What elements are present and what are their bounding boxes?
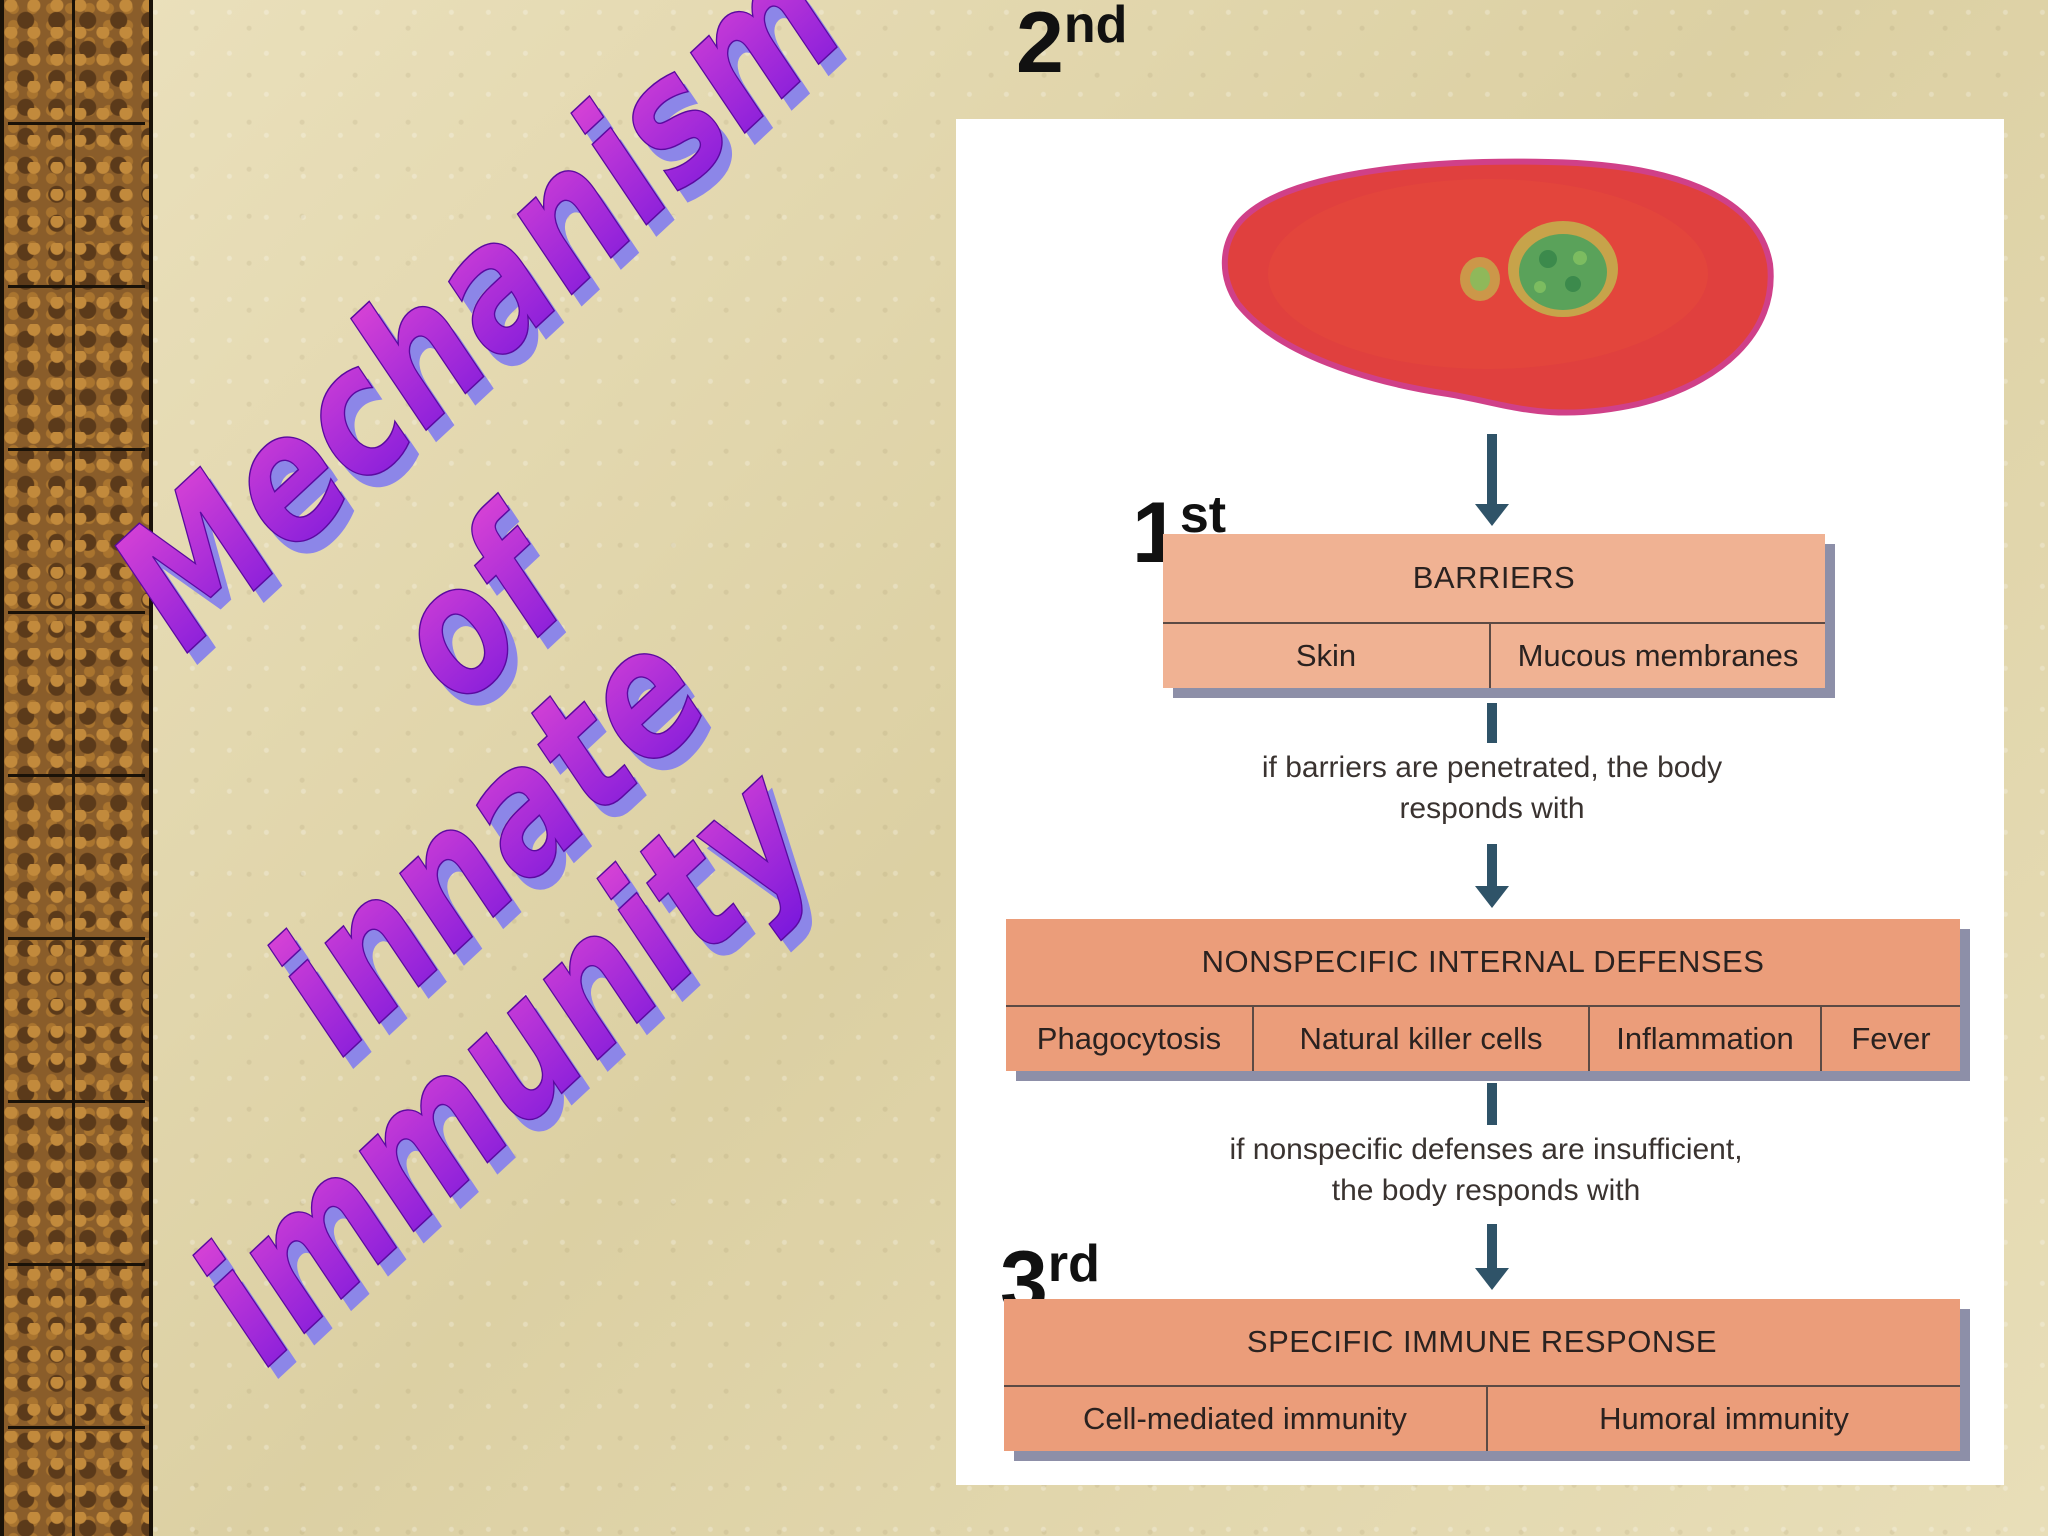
response-item-cell-mediated: Cell-mediated immunity [1004, 1387, 1488, 1451]
title-line-3: innate [229, 589, 746, 1091]
arrow-down-2 [1475, 844, 1509, 912]
barriers-box: BARRIERS Skin Mucous membranes [1163, 534, 1825, 688]
barriers-item-skin: Skin [1163, 624, 1491, 688]
barriers-item-mucous-membranes: Mucous membranes [1517, 638, 1799, 673]
defense-item-fever: Fever [1851, 1021, 1931, 1056]
arrow-down-1 [1475, 434, 1509, 526]
specific-heading: SPECIFIC IMMUNE RESPONSE [1004, 1299, 1960, 1387]
nonspecific-defenses-box: NONSPECIFIC INTERNAL DEFENSES Phagocytos… [1006, 919, 1960, 1071]
arrow-down-3 [1475, 1224, 1509, 1294]
title-line-4: immunity [154, 726, 856, 1400]
title-line-shadow-3: innate [239, 601, 756, 1103]
slide-title: Mechanism of innate immunity Mechanism o… [73, 0, 970, 1412]
ordinal-2nd: 2nd [1016, 0, 1128, 91]
title-line-shadow-1: Mechanism [84, 0, 889, 697]
title-line-1: Mechanism [74, 0, 879, 685]
immunity-diagram-panel: 1st BARRIERS Skin Mucous membranes if ba… [956, 0, 2004, 1485]
ordinal-1st: 1st [1132, 485, 1227, 581]
strip-grid-lines [8, 0, 145, 1536]
title-line-shadow-2: of [359, 482, 628, 752]
response-item-humoral: Humoral immunity [1599, 1401, 1849, 1436]
title-line-2: of [349, 470, 618, 740]
transition-text-1: if barriers are penetrated, the body res… [1261, 751, 1723, 825]
transition-text-2: if nonspecific defenses are insufficient… [1229, 1133, 1743, 1207]
defense-item-inflammation: Inflammation [1590, 1007, 1822, 1071]
infected-cell-image [1218, 154, 1774, 419]
connector-2 [1487, 1083, 1497, 1125]
defense-item-phagocytosis: Phagocytosis [1006, 1007, 1254, 1071]
nonspecific-heading: NONSPECIFIC INTERNAL DEFENSES [1006, 919, 1960, 1007]
connector-1 [1487, 703, 1497, 743]
defense-item-natural-killer-cells: Natural killer cells [1254, 1007, 1590, 1071]
specific-immune-response-box: SPECIFIC IMMUNE RESPONSE Cell-mediated i… [1004, 1299, 1960, 1451]
barriers-heading: BARRIERS [1163, 534, 1825, 624]
title-line-shadow-4: immunity [164, 738, 866, 1412]
